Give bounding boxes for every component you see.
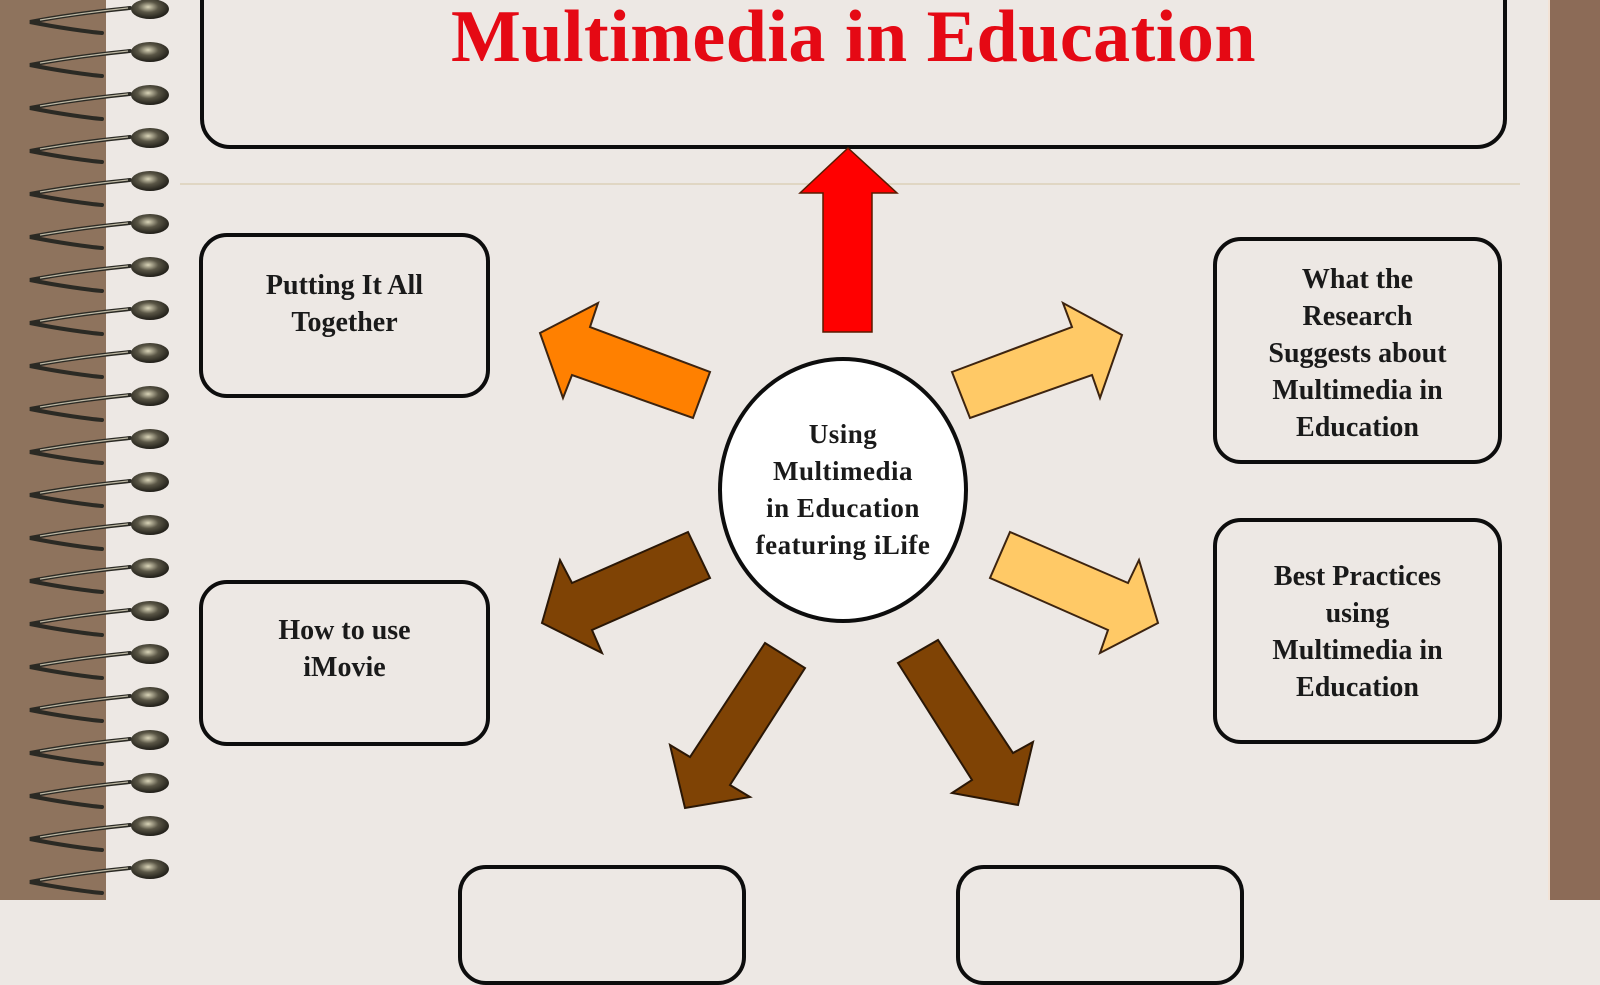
center-topic-text: Using Multimedia in Education featuring … [722,416,964,564]
topic-line: Research [1302,301,1413,332]
arrows-layer [538,146,1160,810]
topic-box-how-to-use-imovie: How to use iMovie [199,580,490,746]
center-topic-circle: Using Multimedia in Education featuring … [718,357,968,623]
topic-line: Education [1296,412,1419,443]
topic-line: How to use [278,615,411,646]
topic-box-best-practices: Best Practices using Multimedia in Educa… [1213,518,1502,744]
topic-line: What the [1301,264,1414,295]
topic-line: Multimedia in [1272,635,1443,666]
topic-box-putting-it-all-together: Putting It All Together [199,233,490,398]
topic-box-what-research-suggests: What the Research Suggests about Multime… [1213,237,1502,464]
topic-box-bottom-right [956,865,1244,985]
arrow-bottom-left-icon [668,641,807,810]
arrow-upper-right-icon [950,300,1124,420]
notebook-binding-right [1548,0,1600,900]
topic-line: Suggests about [1268,338,1447,369]
center-line: featuring iLife [755,530,931,560]
center-line: Using [808,419,878,449]
topic-text: Putting It All Together [203,267,486,341]
spiral-rings-icon [29,0,169,895]
topic-line: Education [1296,672,1419,703]
arrow-lower-right-icon [988,530,1160,656]
page-title: Multimedia in Education [450,0,1257,78]
arrow-upper-left-icon [538,300,712,420]
topic-text: What the Research Suggests about Multime… [1217,261,1498,446]
topic-line: iMovie [303,652,386,683]
topic-line: Best Practices [1273,561,1442,592]
center-line: Multimedia [773,456,913,486]
topic-line: using [1325,598,1390,629]
arrow-up-icon [798,146,899,333]
topic-text: How to use iMovie [203,612,486,686]
topic-text: Best Practices using Multimedia in Educa… [1217,558,1498,706]
title-box: Multimedia in Education [200,0,1507,149]
topic-box-bottom-left [458,865,746,985]
topic-line: Putting It All [265,270,424,301]
center-line: in Education [766,493,920,523]
arrow-bottom-right-icon [896,638,1035,807]
topic-line: Multimedia in [1272,375,1443,406]
topic-line: Together [291,307,398,338]
arrow-lower-left-icon [540,530,712,656]
